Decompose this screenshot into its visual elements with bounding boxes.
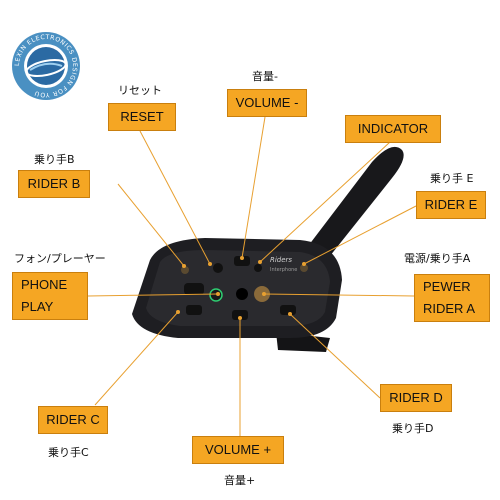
power-rider-a-label-line2: RIDER A <box>423 301 476 316</box>
reset-label: RESET <box>108 103 176 131</box>
volume-minus-jp-label: 音量- <box>252 70 278 83</box>
main-knob <box>236 288 248 300</box>
rider-b-button <box>181 266 189 274</box>
phone-play-button <box>184 283 204 295</box>
power-rider-a-jp-label: 電源/乗り手A <box>404 252 471 265</box>
rider-e-button <box>300 264 308 272</box>
phone-play-label: PHONE PLAY <box>12 272 88 320</box>
reset-jp-label: リセット <box>118 84 162 97</box>
phone-play-label-line1: PHONE <box>21 277 68 292</box>
leader-lines <box>87 116 417 436</box>
volume-minus-label: VOLUME - <box>227 89 307 117</box>
volume-plus-label: VOLUME + <box>192 436 284 464</box>
rider-b-label: RIDER B <box>18 170 90 198</box>
volume-plus-jp-label: 音量+ <box>224 474 256 487</box>
leader-dots <box>176 256 306 320</box>
phone-play-label-line2: PLAY <box>21 299 54 314</box>
rider-c-button <box>186 305 202 315</box>
rider-d-label: RIDER D <box>380 384 452 412</box>
lexin-logo: LEXIN ELECTRONICS DESIGN FOR YOU <box>12 32 80 100</box>
power-rider-a-label: PEWER RIDER A <box>414 274 490 322</box>
indicator-led <box>254 264 262 272</box>
power-rider-a-label-line1: PEWER <box>423 279 471 294</box>
antenna <box>296 146 404 266</box>
volume-plus-button <box>232 310 248 320</box>
phone-led <box>209 288 223 302</box>
rider-e-jp-label: 乗り手 E <box>430 172 474 185</box>
reset-button <box>213 263 223 273</box>
rider-d-button <box>280 305 296 315</box>
volume-minus-button <box>234 256 250 266</box>
brand-subtext: Interphone <box>270 267 297 273</box>
brand-text: Riders <box>270 256 292 264</box>
indicator-label: INDICATOR <box>345 115 441 143</box>
rider-c-label: RIDER C <box>38 406 108 434</box>
rider-b-jp-label: 乗り手B <box>34 153 75 166</box>
rider-e-label: RIDER E <box>416 191 486 219</box>
rider-d-jp-label: 乗り手D <box>392 422 434 435</box>
rider-c-jp-label: 乗り手C <box>48 446 89 459</box>
phone-play-jp-label: フォン/プレーヤー <box>14 252 106 265</box>
